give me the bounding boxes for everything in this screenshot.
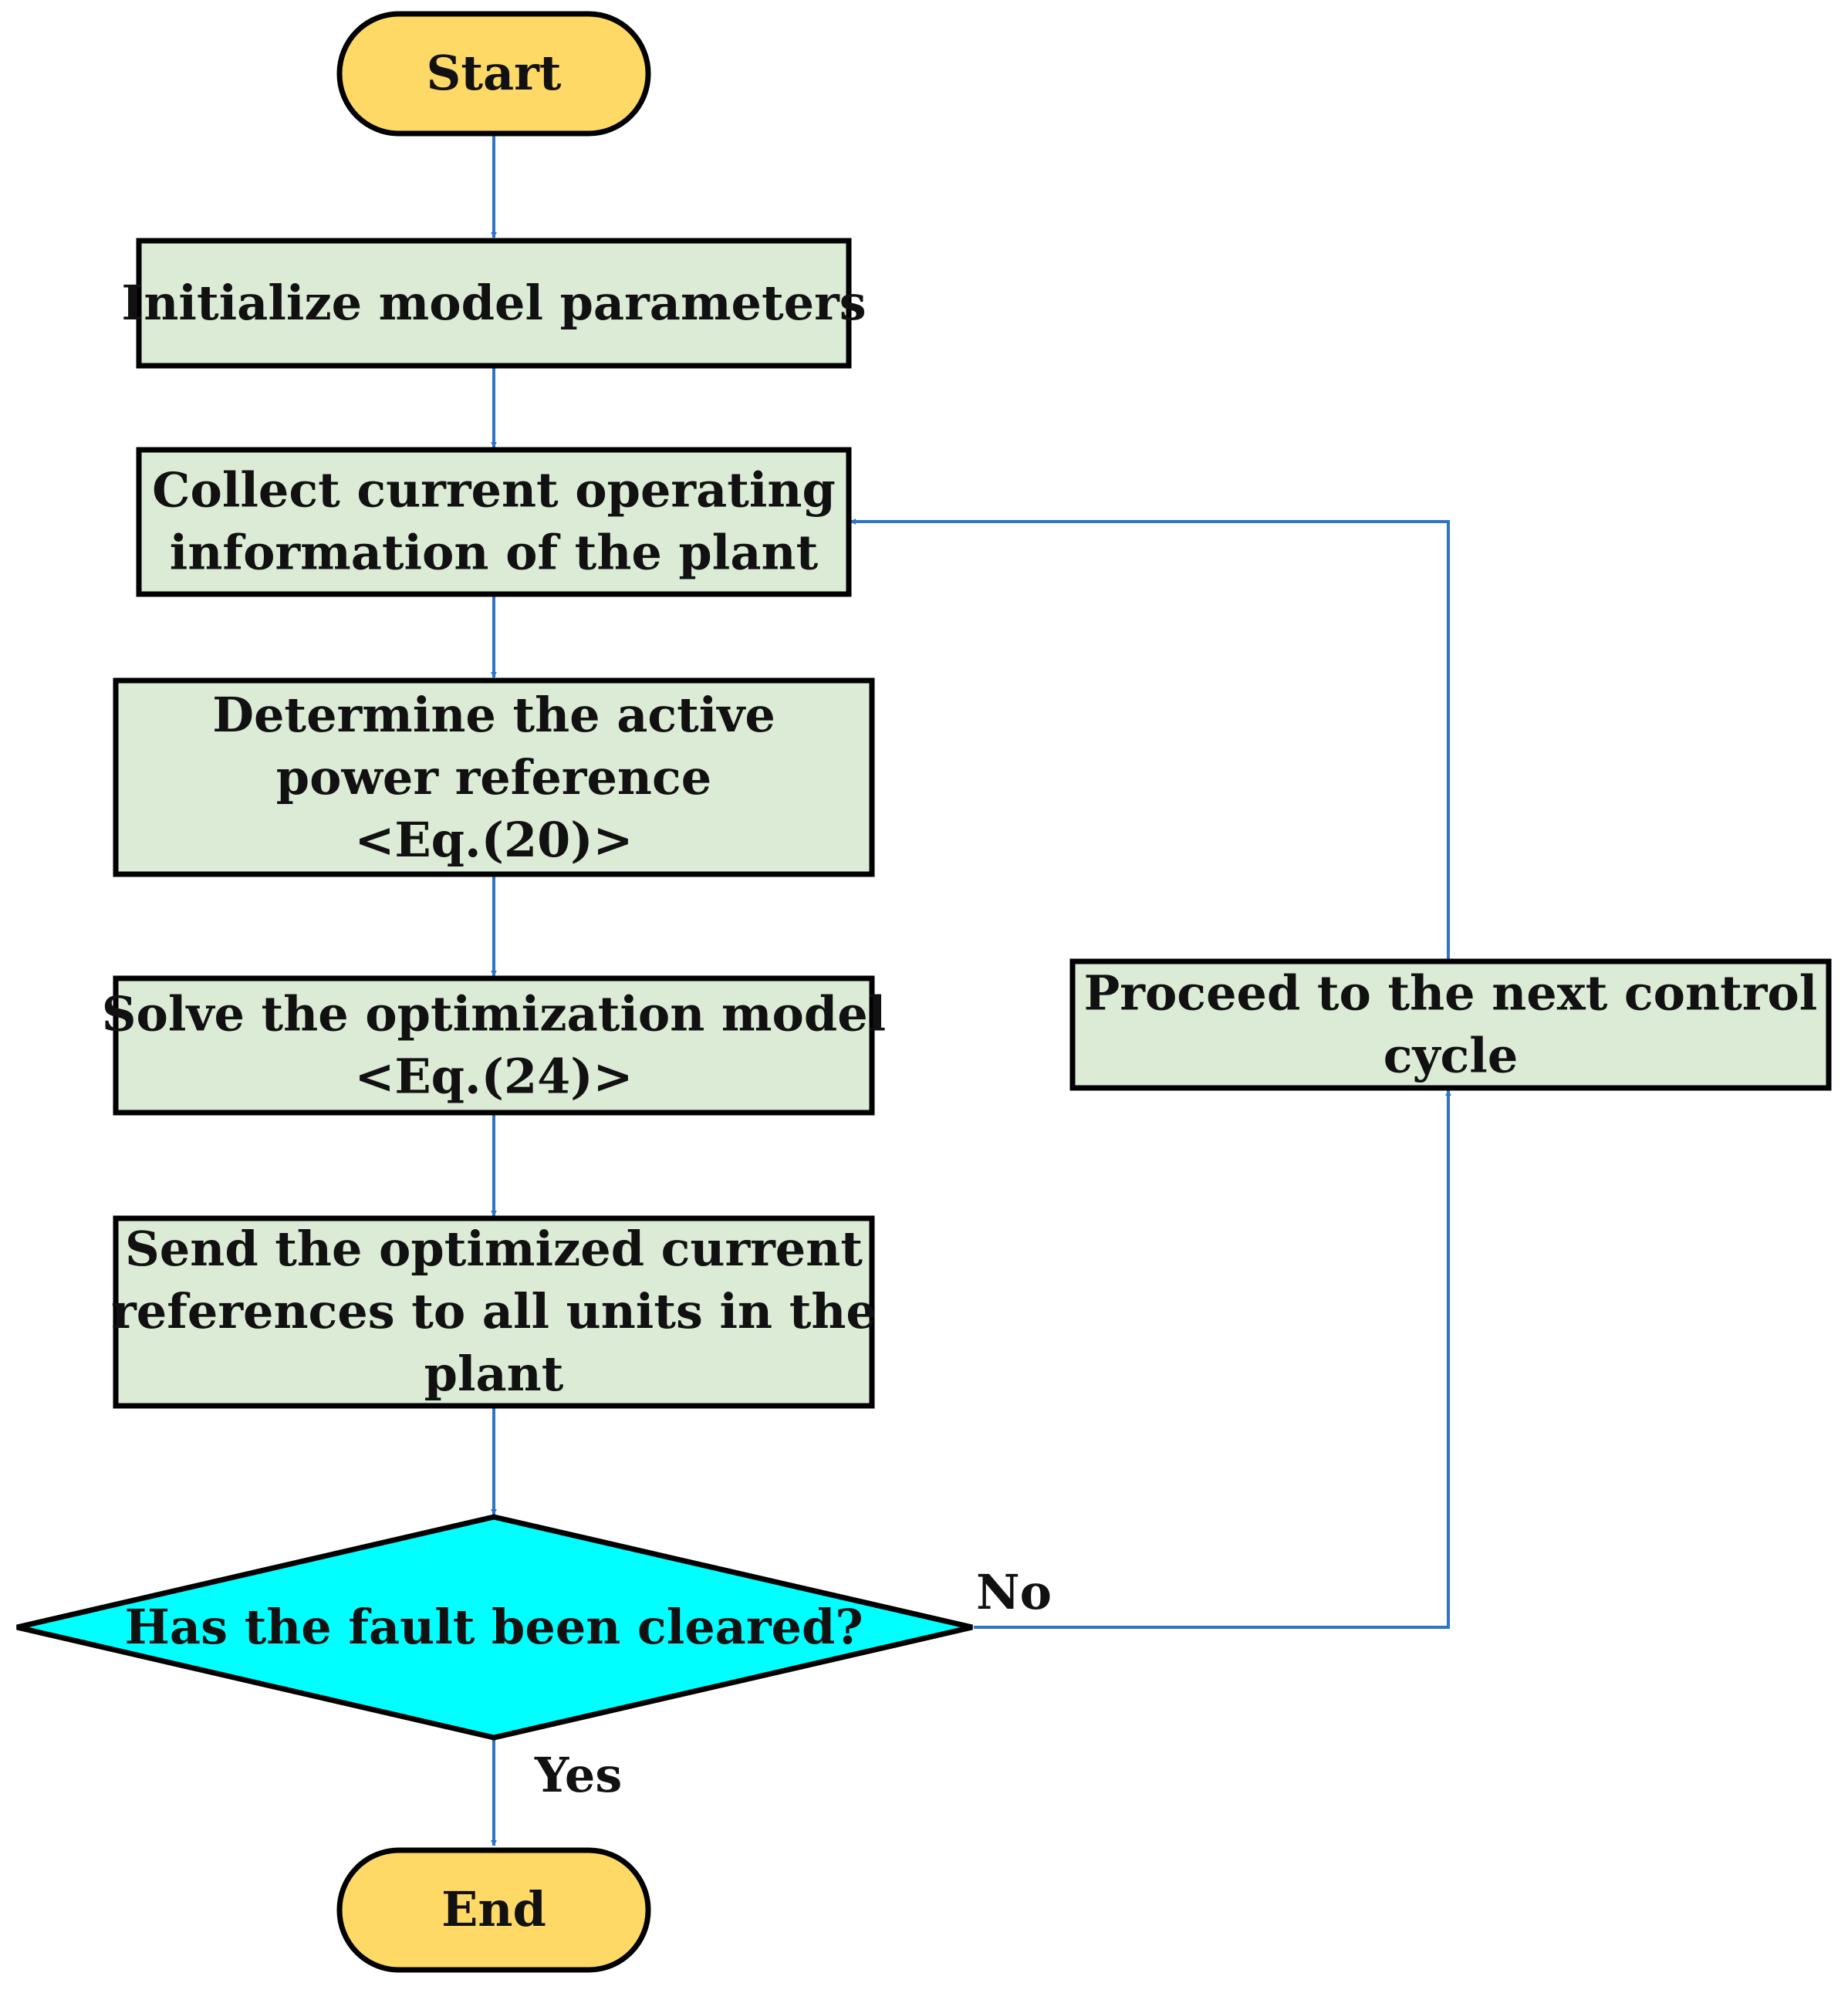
- solve-label: Solve the optimization model <Eq.(24)>: [102, 986, 886, 1105]
- solve-text-line-2: <Eq.(24)>: [354, 1049, 633, 1105]
- determine-label: Determine the active power reference <Eq.(…: [212, 687, 775, 868]
- end-terminal: End: [336, 1847, 651, 1973]
- send-text-line-3: plant: [424, 1346, 564, 1402]
- init-text-line-1: Initialize model parameters: [121, 275, 866, 331]
- edge-label-no: No: [976, 1564, 1052, 1620]
- edge-label-yes: Yes: [534, 1747, 622, 1803]
- solve-text-line-1: Solve the optimization model: [102, 986, 886, 1042]
- collect-text-line-2: information of the plant: [170, 525, 819, 581]
- proceed-text-line-1: Proceed to the next control: [1084, 965, 1818, 1022]
- decision-label: Has the fault been cleared?: [124, 1599, 863, 1655]
- start-label: Start: [427, 45, 562, 101]
- start-text-line-1: Start: [427, 45, 562, 101]
- send-text-line-1: Send the optimized current: [125, 1221, 863, 1277]
- solve-process: Solve the optimization model <Eq.(24)>: [102, 975, 886, 1116]
- determine-text-line-1: Determine the active: [212, 687, 775, 743]
- start-terminal: Start: [336, 11, 651, 137]
- collect-text-line-1: Collect current operating: [152, 462, 836, 519]
- edges: [491, 135, 1451, 1846]
- determine-text-line-2: power reference: [276, 749, 711, 806]
- proceed-process: Proceed to the next control cycle: [1069, 958, 1832, 1091]
- collect-label: Collect current operating information of …: [152, 462, 836, 581]
- initialize-label: Initialize model parameters: [121, 275, 866, 331]
- fault-cleared-decision: Has the fault been cleared?: [16, 1514, 973, 1741]
- edge-decision-to-proceed-no: [974, 1089, 1451, 1629]
- send-label: Send the optimized current references to …: [111, 1221, 877, 1402]
- end-label: End: [441, 1881, 546, 1937]
- proceed-text-line-2: cycle: [1383, 1028, 1519, 1084]
- decision-text-line-1: Has the fault been cleared?: [124, 1599, 863, 1655]
- end-text-line-1: End: [441, 1881, 546, 1937]
- edge-proceed-to-collect: [850, 519, 1450, 959]
- send-process: Send the optimized current references to …: [111, 1215, 877, 1409]
- send-text-line-2: references to all units in the: [111, 1283, 877, 1339]
- initialize-process: Initialize model parameters: [121, 238, 867, 369]
- collect-process: Collect current operating information of …: [136, 447, 852, 597]
- determine-text-line-3: <Eq.(20)>: [354, 812, 633, 868]
- proceed-label: Proceed to the next control cycle: [1084, 965, 1818, 1084]
- determine-process: Determine the active power reference <Eq.(…: [113, 677, 875, 877]
